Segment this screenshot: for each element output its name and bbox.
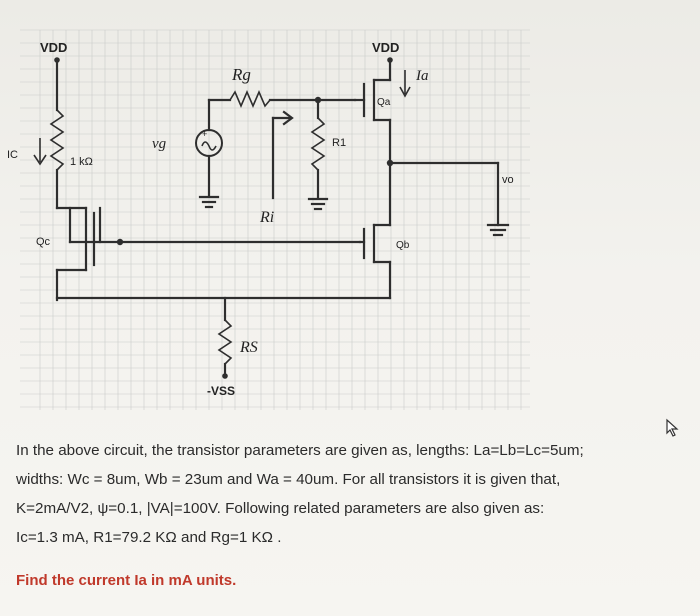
svg-text:+: +: [202, 129, 207, 139]
current-arrow-icon: [33, 138, 47, 166]
circuit-diagram: VDD 1 kΩ IC Qc vg: [7, 29, 530, 410]
transistor-qa: [353, 78, 392, 122]
ia-label: Ia: [415, 68, 429, 84]
resistor-1k-label: 1 kΩ: [70, 156, 93, 168]
resistor-rs: [217, 319, 233, 365]
rg-label: Rg: [231, 65, 251, 84]
ground-icon: [307, 197, 329, 211]
problem-statement: In the above circuit, the transistor par…: [16, 436, 686, 552]
graph-paper-grid: [20, 29, 530, 410]
problem-line-4: Ic=1.3 mA, R1=79.2 KΩ and Rg=1 KΩ .: [16, 529, 282, 546]
problem-line-3: K=2mA/V2, ψ=0.1, |VA|=100V. Following re…: [16, 500, 545, 517]
vss-node: [222, 373, 228, 379]
ic-label: IC: [7, 149, 18, 161]
ground-icon: [486, 223, 510, 237]
resistor-1k: [49, 109, 65, 171]
qc-label: Qc: [36, 236, 51, 248]
vdd-right-label: VDD: [372, 40, 399, 55]
problem-line-1: In the above circuit, the transistor par…: [16, 442, 584, 459]
rs-label: RS: [239, 339, 258, 356]
vo-label: vo: [502, 174, 514, 186]
gate-junction: [116, 238, 124, 246]
vdd-right-node: [387, 57, 393, 63]
transistor-qc: [55, 206, 362, 302]
qa-label: Qa: [377, 97, 391, 108]
vss-label: -VSS: [207, 384, 235, 398]
vdd-left-label: VDD: [40, 40, 67, 55]
ri-arrow: [271, 110, 294, 200]
ri-label: Ri: [259, 209, 274, 226]
r1-label: R1: [332, 137, 346, 149]
ground-icon: [198, 195, 220, 209]
transistor-qb: [358, 223, 392, 300]
resistor-rg: [229, 89, 271, 109]
question-text: Find the current Ia in mA units.: [16, 572, 237, 589]
resistor-r1: [310, 117, 326, 171]
problem-line-2: widths: Wc = 8um, Wb = 23um and Wa = 40u…: [16, 471, 561, 488]
vg-label: vg: [152, 136, 167, 152]
mouse-cursor-icon: [666, 418, 679, 437]
current-arrow-icon: [399, 70, 411, 98]
vdd-left-node: [54, 57, 60, 63]
qb-label: Qb: [396, 240, 410, 251]
